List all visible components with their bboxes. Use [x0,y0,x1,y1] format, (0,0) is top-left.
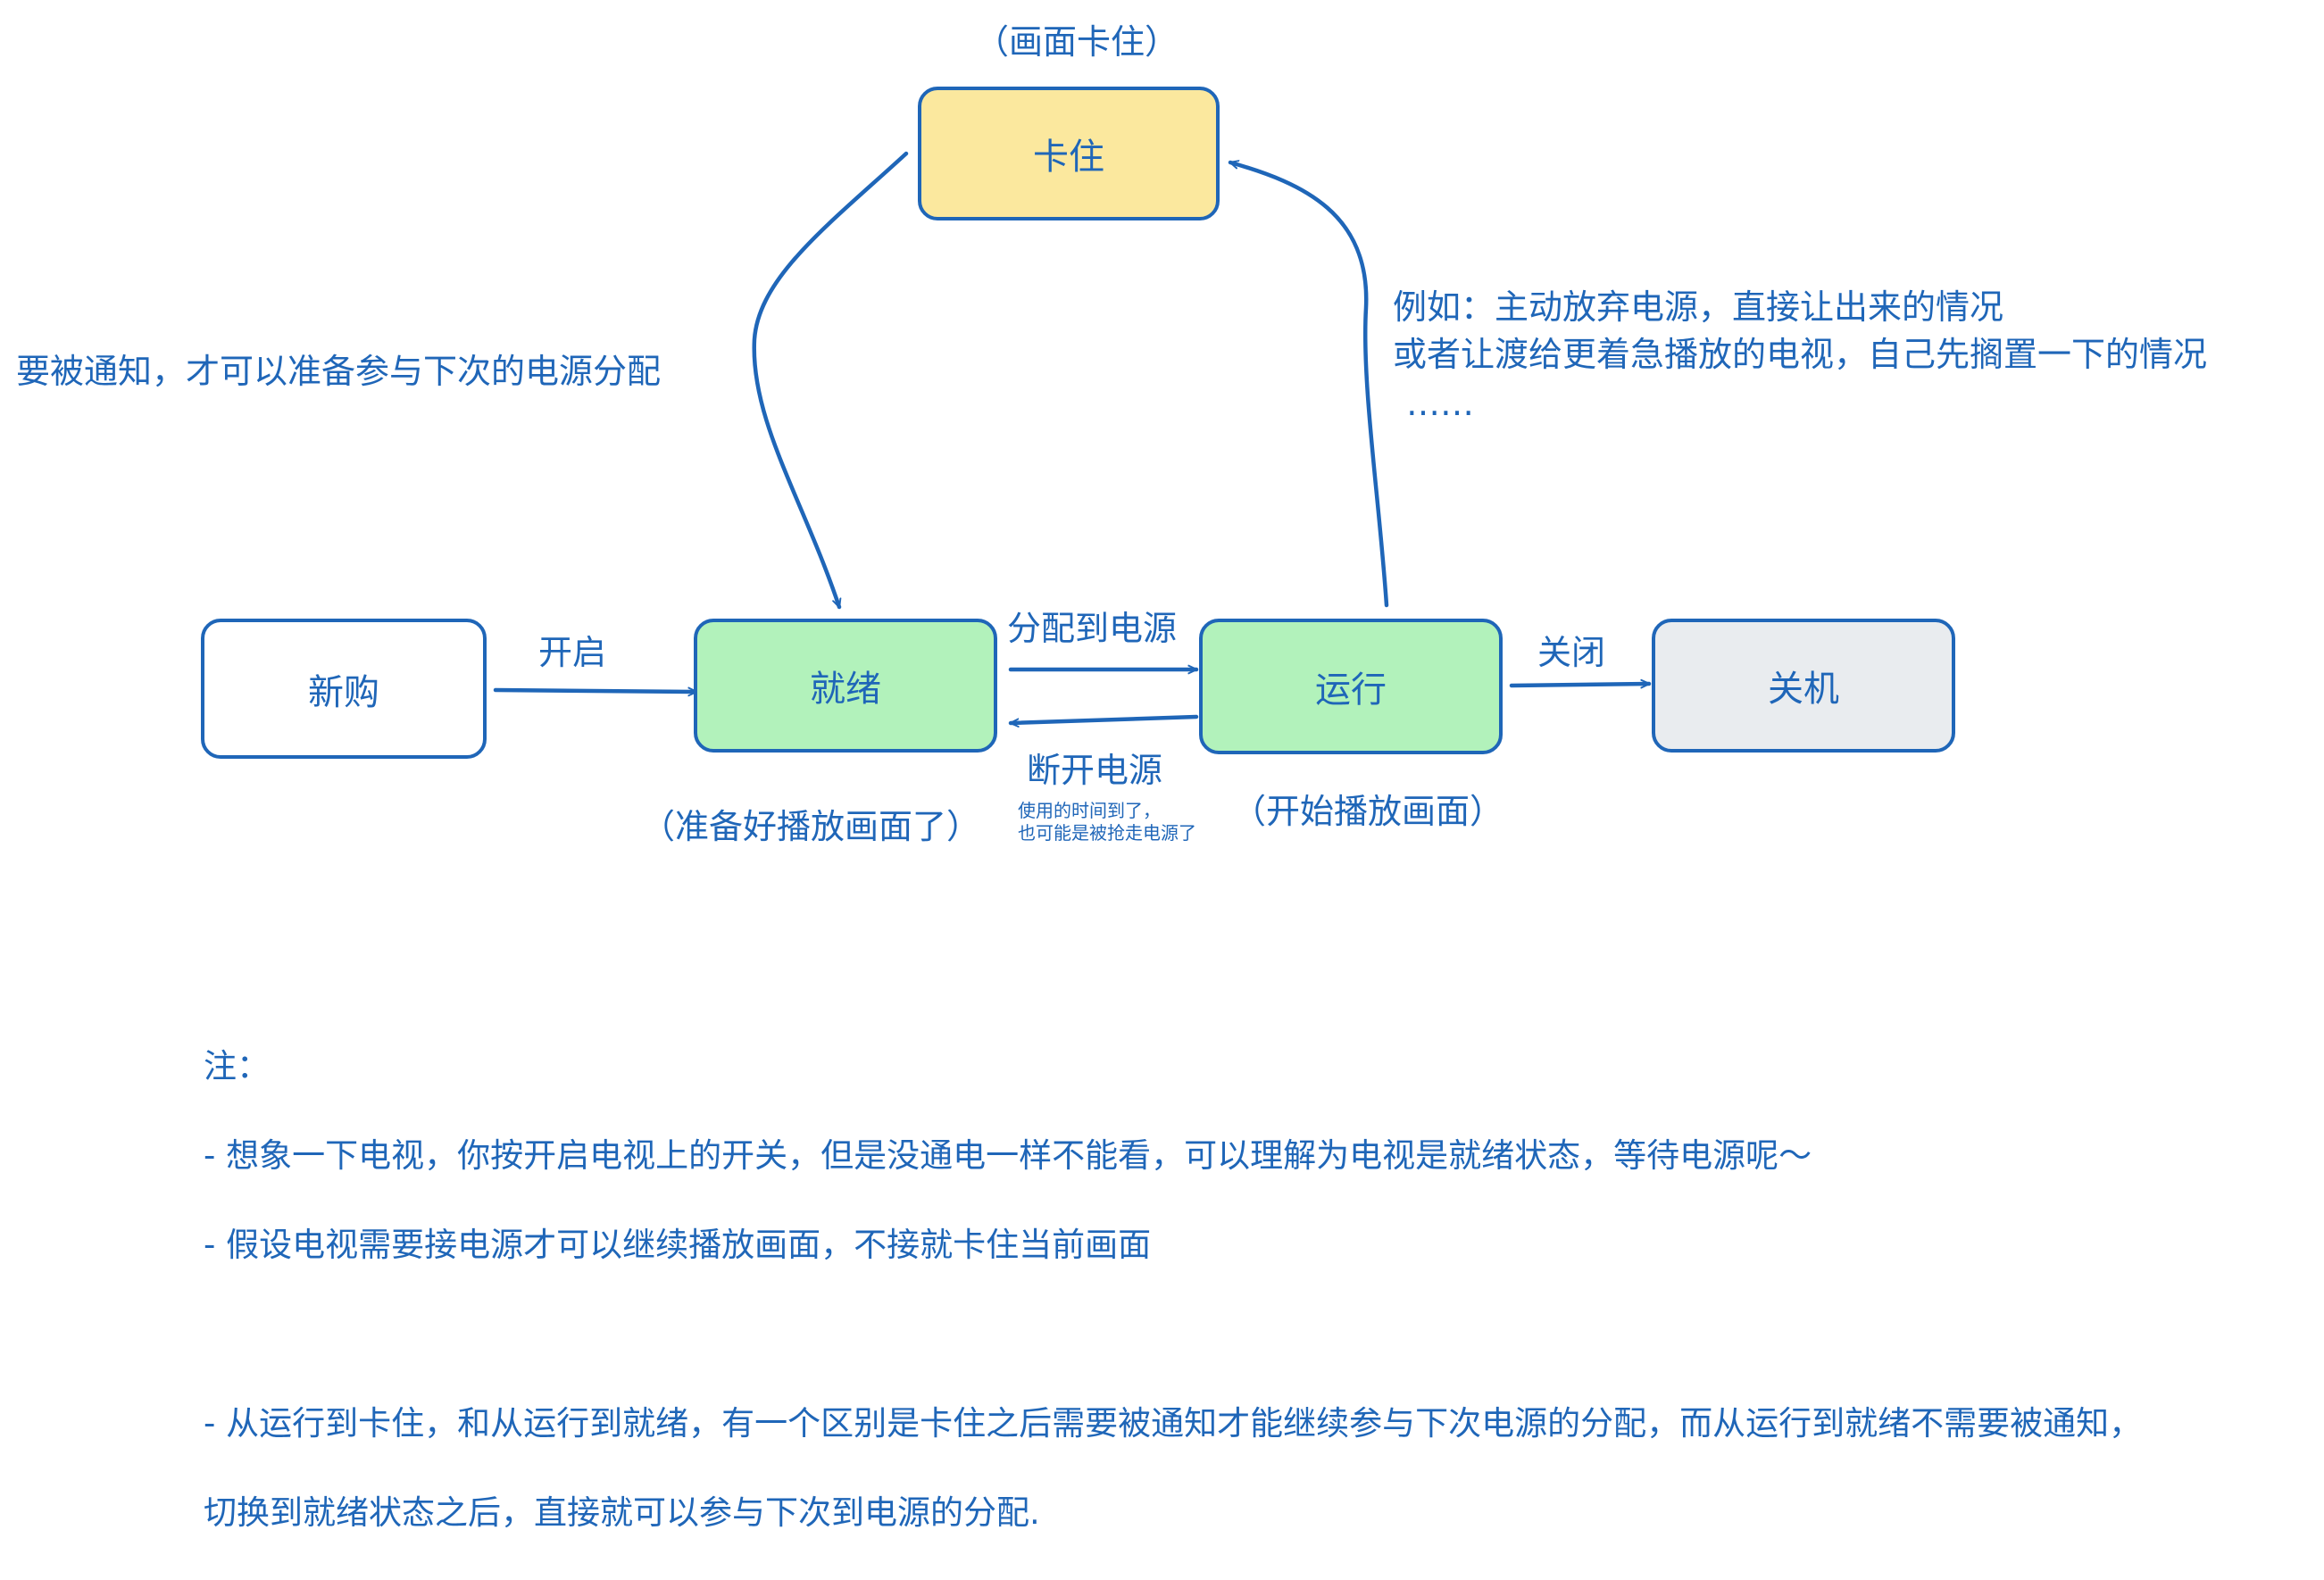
caption-ready: （准备好播放画面了） [641,807,981,846]
node-running: 运行 [1199,619,1503,754]
caption-running: （开始播放画面） [1232,792,1504,831]
node-running-label: 运行 [1315,669,1387,711]
note-line-3: - 假设电视需要接电源才可以继续播放画面，不接就卡住当前画面 [204,1226,1152,1264]
caption-stuck: （画面卡住） [975,22,1179,62]
label-running-to-ready-note-2: 也可能是被抢走电源了 [1018,822,1196,844]
label-running-to-stuck-1: 例如：主动放弃电源，直接让出来的情况 [1393,287,2004,327]
label-ready-to-running: 分配到电源 [1007,609,1178,648]
node-stuck: 卡住 [918,87,1220,220]
node-stuck-label: 卡住 [1033,137,1104,178]
label-running-to-ready-note-1: 使用的时间到了， [1018,800,1161,821]
note-line-6: 切换到就绪状态之后，直接就可以参与下次到电源的分配. [204,1493,1040,1532]
label-new-to-ready: 开启 [538,633,607,672]
note-line-5: - 从运行到卡住，和从运行到就绪，有一个区别是卡住之后需要被通知才能继续参与下次… [204,1404,2143,1443]
note-line-4 [204,1312,2142,1357]
node-ready-label: 就绪 [810,669,881,710]
label-running-to-stuck-2: 或者让渡给更着急播放的电视，自己先搁置一下的情况 [1393,335,2208,374]
label-running-to-ready: 断开电源 [1027,751,1163,790]
label-running-to-off: 关闭 [1537,633,1606,672]
arrow-stuck-to-ready [752,151,909,610]
note-line-1: 注： [204,1047,270,1085]
node-new-label: 新购 [308,671,379,713]
node-new: 新购 [201,619,487,759]
arrow-new-to-ready [493,690,699,692]
node-off: 关机 [1652,619,1955,753]
node-ready: 就绪 [694,619,997,753]
state-diagram-canvas [493,151,1652,1331]
label-running-to-stuck-3: …… [1406,384,1474,423]
node-off-label: 关机 [1768,669,1839,710]
notes-block: 注： - 想象一下电视，你按开启电视上的开关，但是没通电一样不能看，可以理解为电… [204,1000,2142,1580]
note-line-2: - 想象一下电视，你按开启电视上的开关，但是没通电一样不能看，可以理解为电视是就… [204,1136,1812,1175]
arrow-running-to-stuck [1228,162,1389,608]
arrow-running-to-ready [1008,714,1199,723]
label-stuck-to-ready: 要被通知，才可以准备参与下次的电源分配 [16,352,662,391]
arrow-running-to-off [1509,684,1652,686]
